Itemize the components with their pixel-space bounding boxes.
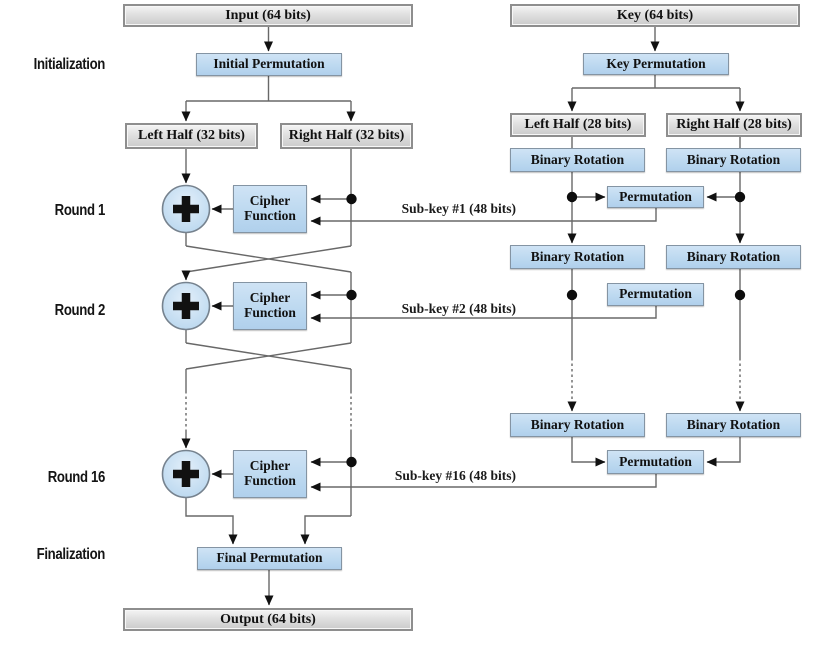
cipher-function-box-round-2: Cipher Function xyxy=(233,282,307,330)
stage-label-initialization: Initialization xyxy=(33,56,106,73)
stage-label-round-16: Round 16 xyxy=(47,469,106,486)
binary-rotation-box-round-2-right: Binary Rotation xyxy=(666,245,801,269)
right-half-32-box: Right Half (32 bits) xyxy=(280,123,413,149)
key-path-wires xyxy=(567,27,745,467)
subkey-wires xyxy=(310,208,657,492)
junction-dot-icon xyxy=(346,289,357,301)
cipher-function-box-round-1: Cipher Function xyxy=(233,185,307,233)
permutation-box-round-2: Permutation xyxy=(607,283,704,306)
junction-dot-icon xyxy=(346,456,357,468)
stage-label-round-1: Round 1 xyxy=(54,202,106,219)
left-half-28-box: Left Half (28 bits) xyxy=(510,113,646,137)
junction-dot-icon xyxy=(566,289,578,301)
initial-permutation-box: Initial Permutation xyxy=(196,53,342,76)
xor-node-round-2 xyxy=(161,281,211,331)
xor-plus-icon xyxy=(173,461,199,487)
binary-rotation-box-round-2-left: Binary Rotation xyxy=(510,245,645,269)
junction-dot-icon xyxy=(566,191,578,203)
data-path-wires xyxy=(181,27,356,606)
subkey-label-round-1: Sub-key #1 (48 bits) xyxy=(401,201,516,216)
binary-rotation-box-round-1-right: Binary Rotation xyxy=(666,148,801,172)
stage-label-finalization: Finalization xyxy=(36,546,106,563)
junction-dot-icon xyxy=(346,193,357,205)
key-permutation-box: Key Permutation xyxy=(583,53,729,75)
binary-rotation-box-round-1-left: Binary Rotation xyxy=(510,148,645,172)
key-box: Key (64 bits) xyxy=(510,4,800,27)
output-box: Output (64 bits) xyxy=(123,608,413,631)
xor-node-round-16 xyxy=(161,449,211,499)
right-half-28-box: Right Half (28 bits) xyxy=(666,113,802,137)
xor-plus-icon xyxy=(173,196,199,222)
subkey-label-round-16: Sub-key #16 (48 bits) xyxy=(394,468,516,483)
final-permutation-box: Final Permutation xyxy=(197,547,342,570)
xor-plus-icon xyxy=(173,293,199,319)
left-half-32-box: Left Half (32 bits) xyxy=(125,123,258,149)
junction-dots xyxy=(346,191,746,468)
xor-node-round-1 xyxy=(161,184,211,234)
junction-dot-icon xyxy=(734,191,746,203)
input-box: Input (64 bits) xyxy=(123,4,413,27)
cipher-function-box-round-16: Cipher Function xyxy=(233,450,307,498)
binary-rotation-box-round-16-left: Binary Rotation xyxy=(510,413,645,437)
stage-label-round-2: Round 2 xyxy=(54,302,106,319)
binary-rotation-box-round-16-right: Binary Rotation xyxy=(666,413,801,437)
permutation-box-round-1: Permutation xyxy=(607,186,704,208)
permutation-box-round-16: Permutation xyxy=(607,450,704,474)
subkey-label-round-2: Sub-key #2 (48 bits) xyxy=(401,301,516,316)
junction-dot-icon xyxy=(734,289,746,301)
